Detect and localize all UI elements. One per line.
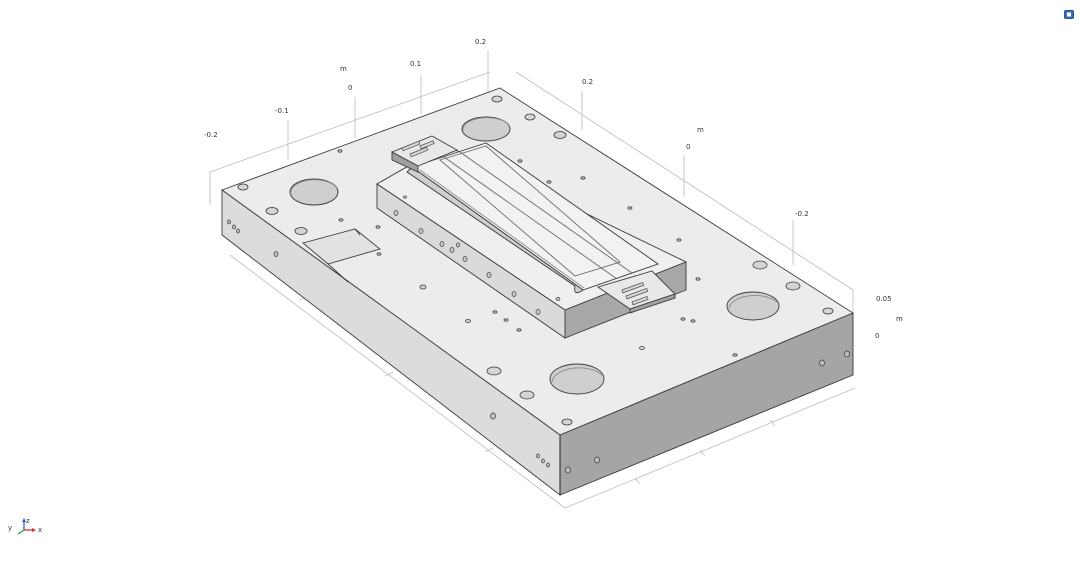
large-bore: [461, 116, 511, 142]
rail-left: [376, 183, 566, 339]
large-bore: [726, 291, 780, 321]
mounting-holes: [237, 95, 834, 426]
recessed-pocket: [302, 228, 381, 283]
clamp-plate-front[interactable]: [596, 270, 676, 314]
axis-grid: [209, 50, 856, 509]
y-tick-label: 0.2: [582, 78, 593, 86]
x-tick-label: 0: [348, 84, 352, 92]
z-tick-label: 0: [875, 332, 879, 340]
large-bores: [289, 116, 780, 395]
triad-z-label: z: [26, 517, 30, 525]
x-tick-label: 0.2: [475, 38, 486, 46]
x-tick-label: 0.1: [410, 60, 421, 68]
z-tick-label: 0.05: [876, 295, 892, 303]
x-unit-label: m: [340, 65, 347, 73]
y-tick-label: 0: [686, 143, 690, 151]
triad-y-arrow: [17, 529, 25, 535]
x-tick-label: -0.1: [275, 107, 289, 115]
view-toggle-icon[interactable]: [1064, 4, 1074, 19]
large-bore: [549, 363, 605, 395]
carriage[interactable]: [406, 142, 659, 294]
y-unit-label: m: [697, 126, 704, 134]
triad-y-label: y: [8, 524, 12, 532]
triad-x-label: x: [38, 526, 42, 534]
side-holes: [227, 219, 850, 474]
z-unit-label: m: [896, 315, 903, 323]
clamp-plate-back[interactable]: [390, 135, 459, 173]
axis-labels: -0.2 -0.1 0 0.1 0.2 m 0.2 m 0 -0.2 0.05 …: [204, 38, 903, 340]
y-tick-label: -0.2: [795, 210, 809, 218]
x-tick-label: -0.2: [204, 131, 218, 139]
carriage-rounded-edge: [406, 166, 584, 294]
large-bore: [289, 178, 339, 206]
axis-triad: z y x: [8, 517, 42, 535]
